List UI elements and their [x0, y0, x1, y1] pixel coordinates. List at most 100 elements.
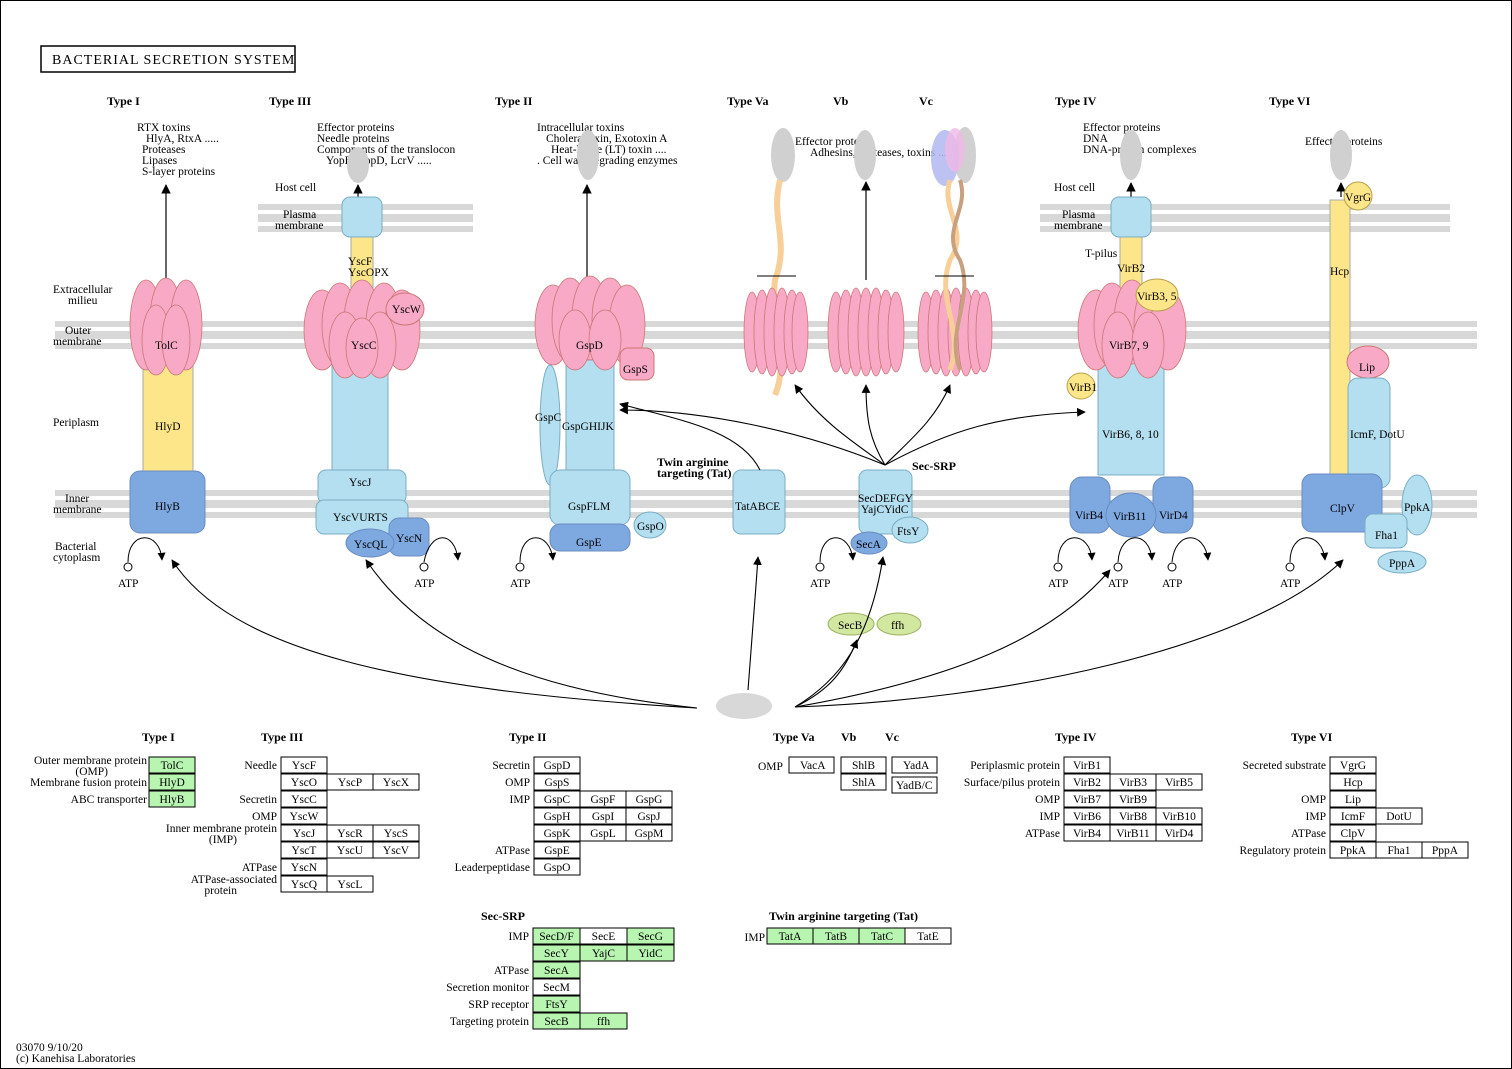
gene-box[interactable] — [1109, 790, 1157, 808]
legend-row-label: ATPase — [1025, 828, 1060, 840]
protein-gspe: GspE — [576, 537, 602, 549]
header-type-vc: Vc — [919, 94, 934, 108]
protein-gspflm: GspFLM — [568, 501, 610, 513]
gene-box[interactable] — [148, 790, 196, 808]
gene-box[interactable] — [533, 841, 581, 859]
gene-box[interactable] — [280, 858, 328, 876]
gene-name: YidC — [638, 948, 663, 960]
type-vi-system: VgrG Hcp Lip IcmF, DotU ClpV PpkA Fha1 P… — [1301, 181, 1433, 574]
gene-box[interactable] — [891, 756, 938, 774]
gene-box[interactable] — [1421, 841, 1469, 859]
protein-gspghijk: GspGHIJK — [562, 421, 614, 433]
gene-name: ShlA — [852, 777, 876, 789]
gene-box[interactable] — [788, 756, 835, 774]
gene-box[interactable] — [148, 756, 196, 774]
gene-box[interactable] — [891, 776, 938, 794]
svg-text:Plasma: Plasma — [283, 209, 316, 221]
gene-box[interactable] — [625, 807, 673, 825]
protein-yscvurts: YscVURTS — [333, 512, 388, 524]
gene-box[interactable] — [1329, 773, 1377, 791]
legend-row-label: OMP — [1301, 794, 1326, 806]
legend-header-type-i: Type I — [142, 730, 175, 744]
protein-virb79: VirB7, 9 — [1109, 340, 1149, 352]
legend-row-label: Needle — [244, 760, 277, 772]
legend-row-label: ABC transporter — [71, 794, 148, 806]
gene-box[interactable] — [148, 773, 196, 791]
legend-row-label: Inner membrane protein — [166, 823, 277, 835]
svg-text:HlyA, RtxA .....: HlyA, RtxA ..... — [146, 133, 219, 145]
gene-name: GspM — [635, 828, 664, 840]
svg-text:membrane: membrane — [53, 336, 102, 348]
protein-yscql: YscQL — [354, 539, 387, 551]
protein-yscj: YscJ — [349, 477, 372, 489]
protein-seca: SecA — [856, 539, 882, 551]
protein-gspc: GspC — [535, 412, 562, 424]
cytoplasm-label: Bacterial — [55, 541, 97, 553]
tat-system: Twin arginine targeting (Tat) TatABCE — [657, 455, 786, 535]
gene-box[interactable] — [1155, 773, 1203, 791]
gene-name: ShlB — [852, 760, 875, 772]
gene-box[interactable] — [533, 756, 581, 774]
legend: Type I Outer membrane protein(OMP)TolCMe… — [30, 730, 1469, 1030]
gene-box[interactable] — [372, 773, 420, 791]
gene-box[interactable] — [372, 824, 420, 842]
gene-box[interactable] — [372, 841, 420, 859]
gene-box[interactable] — [1063, 756, 1111, 774]
gene-name: YscC — [291, 794, 317, 806]
svg-text:milieu: milieu — [68, 295, 98, 307]
protein-tatabce: TatABCE — [735, 501, 780, 513]
protein-secb: SecB — [838, 620, 863, 632]
gene-box[interactable] — [532, 961, 581, 979]
gene-box[interactable] — [840, 756, 887, 774]
gene-name: Hcp — [1343, 777, 1362, 789]
legend-row-label: Secretin — [239, 794, 277, 806]
legend-row-label: IMP — [510, 794, 530, 806]
gene-box[interactable] — [280, 790, 328, 808]
gene-box[interactable] — [1375, 807, 1423, 825]
legend-row-label: ATPase-associated — [191, 874, 277, 886]
gene-box[interactable] — [904, 927, 952, 945]
gene-box[interactable] — [280, 756, 328, 774]
gene-box[interactable] — [533, 773, 581, 791]
protein-icmf: IcmF, DotU — [1350, 429, 1405, 441]
svg-text:cytoplasm: cytoplasm — [53, 552, 100, 564]
gene-box[interactable] — [1329, 756, 1377, 774]
t1-substrate: RTX toxins — [137, 122, 191, 134]
gene-box[interactable] — [532, 995, 581, 1013]
gene-box[interactable] — [1329, 824, 1377, 842]
legend-row-label: Leaderpeptidase — [455, 862, 530, 874]
header-type-ii: Type II — [495, 94, 533, 108]
atp-label: ATP — [1162, 578, 1182, 590]
gene-box[interactable] — [840, 773, 887, 791]
gene-name: VacA — [800, 760, 826, 772]
gene-name: SecM — [543, 982, 570, 994]
svg-text:Plasma: Plasma — [1062, 209, 1095, 221]
atp-label: ATP — [414, 578, 434, 590]
gene-box[interactable] — [533, 858, 581, 876]
protein-yscn: YscN — [396, 533, 423, 545]
header-type-i: Type I — [107, 94, 140, 108]
gene-box[interactable] — [625, 824, 673, 842]
gene-box[interactable] — [1329, 790, 1377, 808]
header-type-iii: Type III — [269, 94, 311, 108]
gene-box[interactable] — [625, 790, 673, 808]
gene-box[interactable] — [532, 978, 581, 996]
gene-box[interactable] — [1155, 824, 1203, 842]
protein-yscw: YscW — [392, 304, 421, 316]
header-type-vb: Vb — [833, 94, 849, 108]
legend-row-label: Secretin — [492, 760, 530, 772]
gene-box[interactable] — [1155, 807, 1203, 825]
gene-box[interactable] — [579, 1012, 628, 1030]
gene-box[interactable] — [626, 944, 675, 962]
legend-row-label: OMP — [758, 761, 783, 773]
protein-tpilus: T-pilus — [1085, 248, 1118, 260]
gene-box[interactable] — [326, 875, 374, 893]
gene-box[interactable] — [280, 807, 328, 825]
gene-name: YscP — [338, 777, 362, 789]
protein-gspd: GspD — [576, 340, 603, 352]
type-iii-system: YscW YscF YscOPX YscC YscJ YscVURTS YscN… — [303, 196, 430, 558]
gene-box[interactable] — [626, 927, 675, 945]
gene-name: YajC — [592, 948, 615, 960]
